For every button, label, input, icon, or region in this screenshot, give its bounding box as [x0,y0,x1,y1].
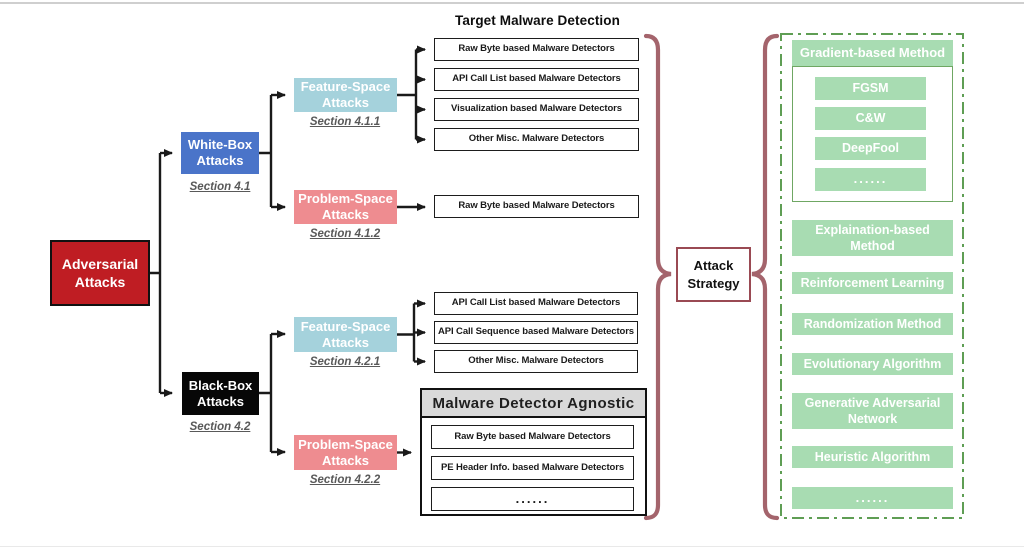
section-label-4-2-2: Section 4.2.2 [309,474,381,486]
node-adversarial-attacks: Adversarial Attacks [50,240,150,306]
node-white-box-attacks: White-Box Attacks [181,132,259,174]
strategy-item: FGSM [815,77,926,100]
strategy-item: DeepFool [815,137,926,160]
left-curly-brace [643,33,672,521]
detector-box: Other Misc. Malware Detectors [434,128,639,151]
strategy-method: Reinforcement Learning [792,272,953,294]
connector-wb-feature-fanout [397,45,426,144]
detector-box: API Call List based Malware Detectors [434,292,638,315]
strategy-method: Randomization Method [792,313,953,335]
node-black-box-attacks: Black-Box Attacks [182,372,259,415]
detector-box: API Call Sequence based Malware Detector… [434,321,638,344]
attack-strategy-box: Attack Strategy [676,247,751,302]
node-wb-feature-space-attacks: Feature-Space Attacks [294,78,397,112]
strategy-item: C&W [815,107,926,130]
detector-box: ...... [431,487,634,511]
detector-box: PE Header Info. based Malware Detectors [431,456,634,480]
strategy-method: ...... [792,487,953,509]
agnostic-header: Malware Detector Agnostic [422,390,645,418]
node-bb-problem-space-attacks: Problem-Space Attacks [294,435,397,470]
detector-box: Raw Byte based Malware Detectors [434,38,639,61]
strategy-method: Explaination-based Method [792,220,953,256]
section-label-4-1-1: Section 4.1.1 [309,116,381,128]
detector-box: API Call List based Malware Detectors [434,68,639,91]
detector-box: Visualization based Malware Detectors [434,98,639,121]
detector-box: Raw Byte based Malware Detectors [434,195,639,218]
right-curly-brace [751,33,780,521]
connector-blackbox-split [259,330,286,456]
connector-bb-feature-fanout [397,299,426,366]
connector-root-trunk [150,149,173,397]
bottom-edge-line [0,546,1024,547]
top-edge-line [0,2,1024,4]
strategy-method: Heuristic Algorithm [792,446,953,468]
detector-box: Raw Byte based Malware Detectors [431,425,634,449]
strategy-method-gradient-header: Gradient-based Method [792,40,953,66]
detector-box: Other Misc. Malware Detectors [434,350,638,373]
section-label-4-2-1: Section 4.2.1 [309,356,381,368]
node-bb-feature-space-attacks: Feature-Space Attacks [294,317,397,352]
column-title: Target Malware Detection [455,13,620,28]
section-label-4-1-2: Section 4.1.2 [309,228,381,240]
strategy-method: Generative Adversarial Network [792,393,953,429]
strategy-item: ...... [815,168,926,191]
section-label-4-1: Section 4.1 [189,181,251,193]
strategy-method: Evolutionary Algorithm [792,353,953,375]
section-label-4-2: Section 4.2 [189,421,251,433]
node-wb-problem-space-attacks: Problem-Space Attacks [294,190,397,224]
